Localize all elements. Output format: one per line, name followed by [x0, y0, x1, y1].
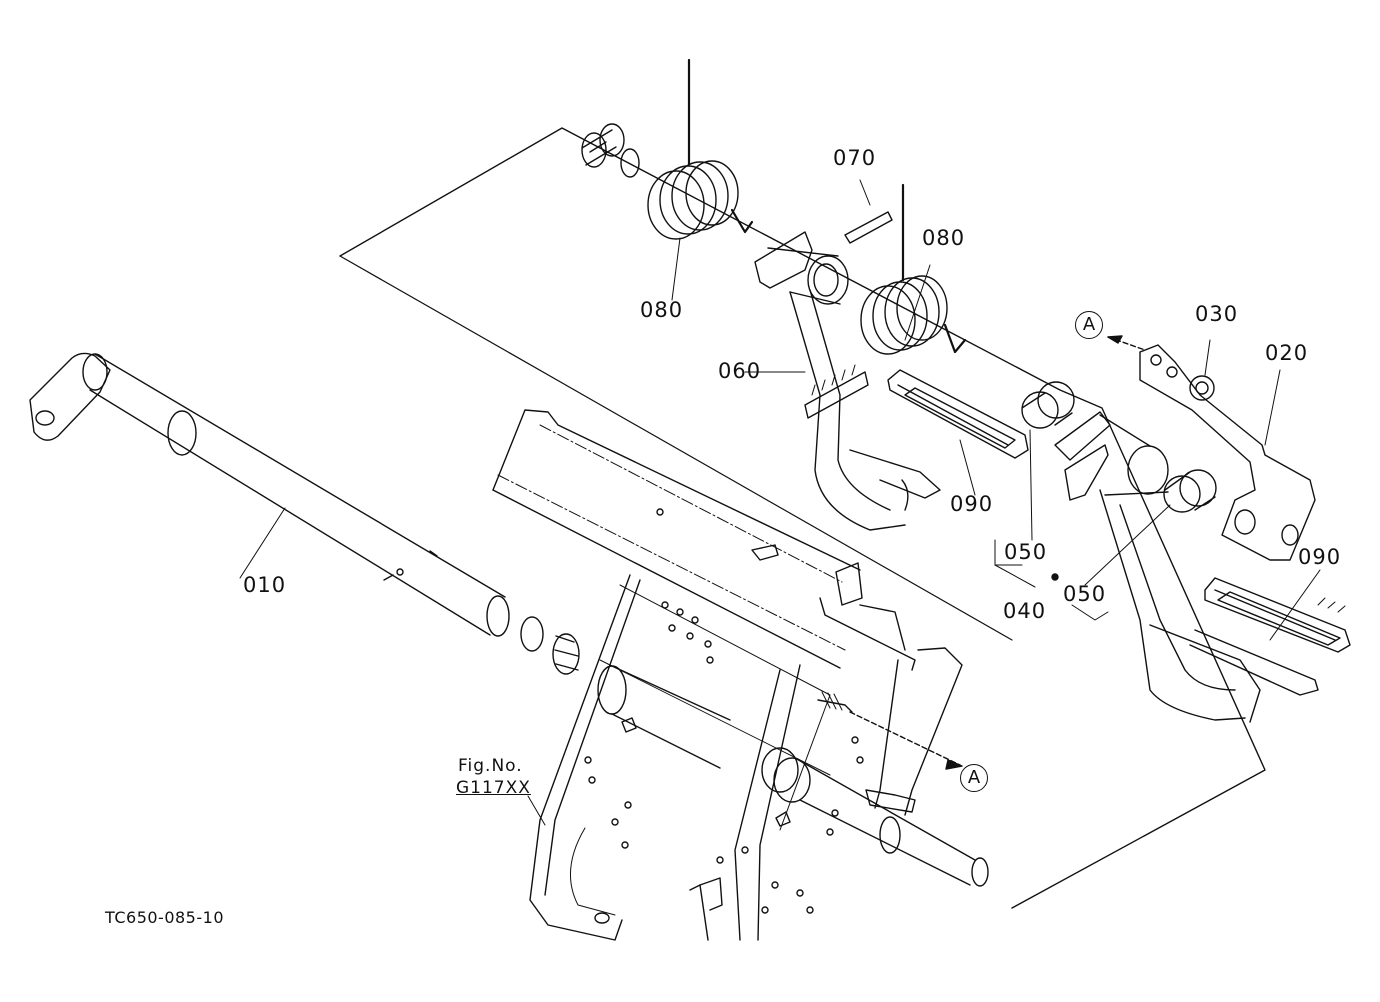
pedal-arm-040 [995, 412, 1260, 722]
pedal-shaft [30, 353, 579, 674]
spring-080-right [861, 185, 965, 354]
pedal-frame [493, 410, 988, 940]
explode-boundary [340, 128, 1265, 908]
part-label-080-left: 080 [640, 298, 684, 322]
nut-030 [1190, 340, 1214, 400]
figure-ref-number: G117XX [456, 778, 531, 798]
part-label-090-right: 090 [1298, 545, 1342, 569]
arrow-a-bottom [850, 712, 962, 769]
part-label-010: 010 [243, 573, 287, 597]
pedal-pad-090-left [888, 370, 1028, 495]
part-label-040: 040 [1003, 599, 1047, 623]
part-label-080-right: 080 [922, 226, 966, 250]
bushing-050-top [1022, 382, 1074, 540]
spring-080-left [648, 60, 752, 300]
marker-a-top: A [1075, 311, 1103, 339]
bearing-top [582, 124, 639, 177]
part-label-020: 020 [1265, 341, 1309, 365]
part-label-060: 060 [718, 359, 762, 383]
part-label-050-bottom: 050 [1063, 582, 1107, 606]
bushing-050-bottom [1085, 470, 1216, 585]
pedal-arm-060 [745, 232, 940, 530]
part-label-090-left: 090 [950, 492, 994, 516]
pedal-pad-090-right [1190, 570, 1350, 695]
pin-070 [845, 180, 892, 243]
figure-ref-label: Fig.No. [458, 756, 523, 776]
marker-a-bottom: A [960, 764, 988, 792]
bracket-020 [1140, 345, 1315, 560]
part-label-030: 030 [1195, 302, 1239, 326]
drawing-code: TC650-085-10 [105, 908, 224, 927]
part-label-070: 070 [833, 146, 877, 170]
part-label-050-top: 050 [1004, 540, 1048, 564]
arrow-a-top [1108, 336, 1145, 350]
